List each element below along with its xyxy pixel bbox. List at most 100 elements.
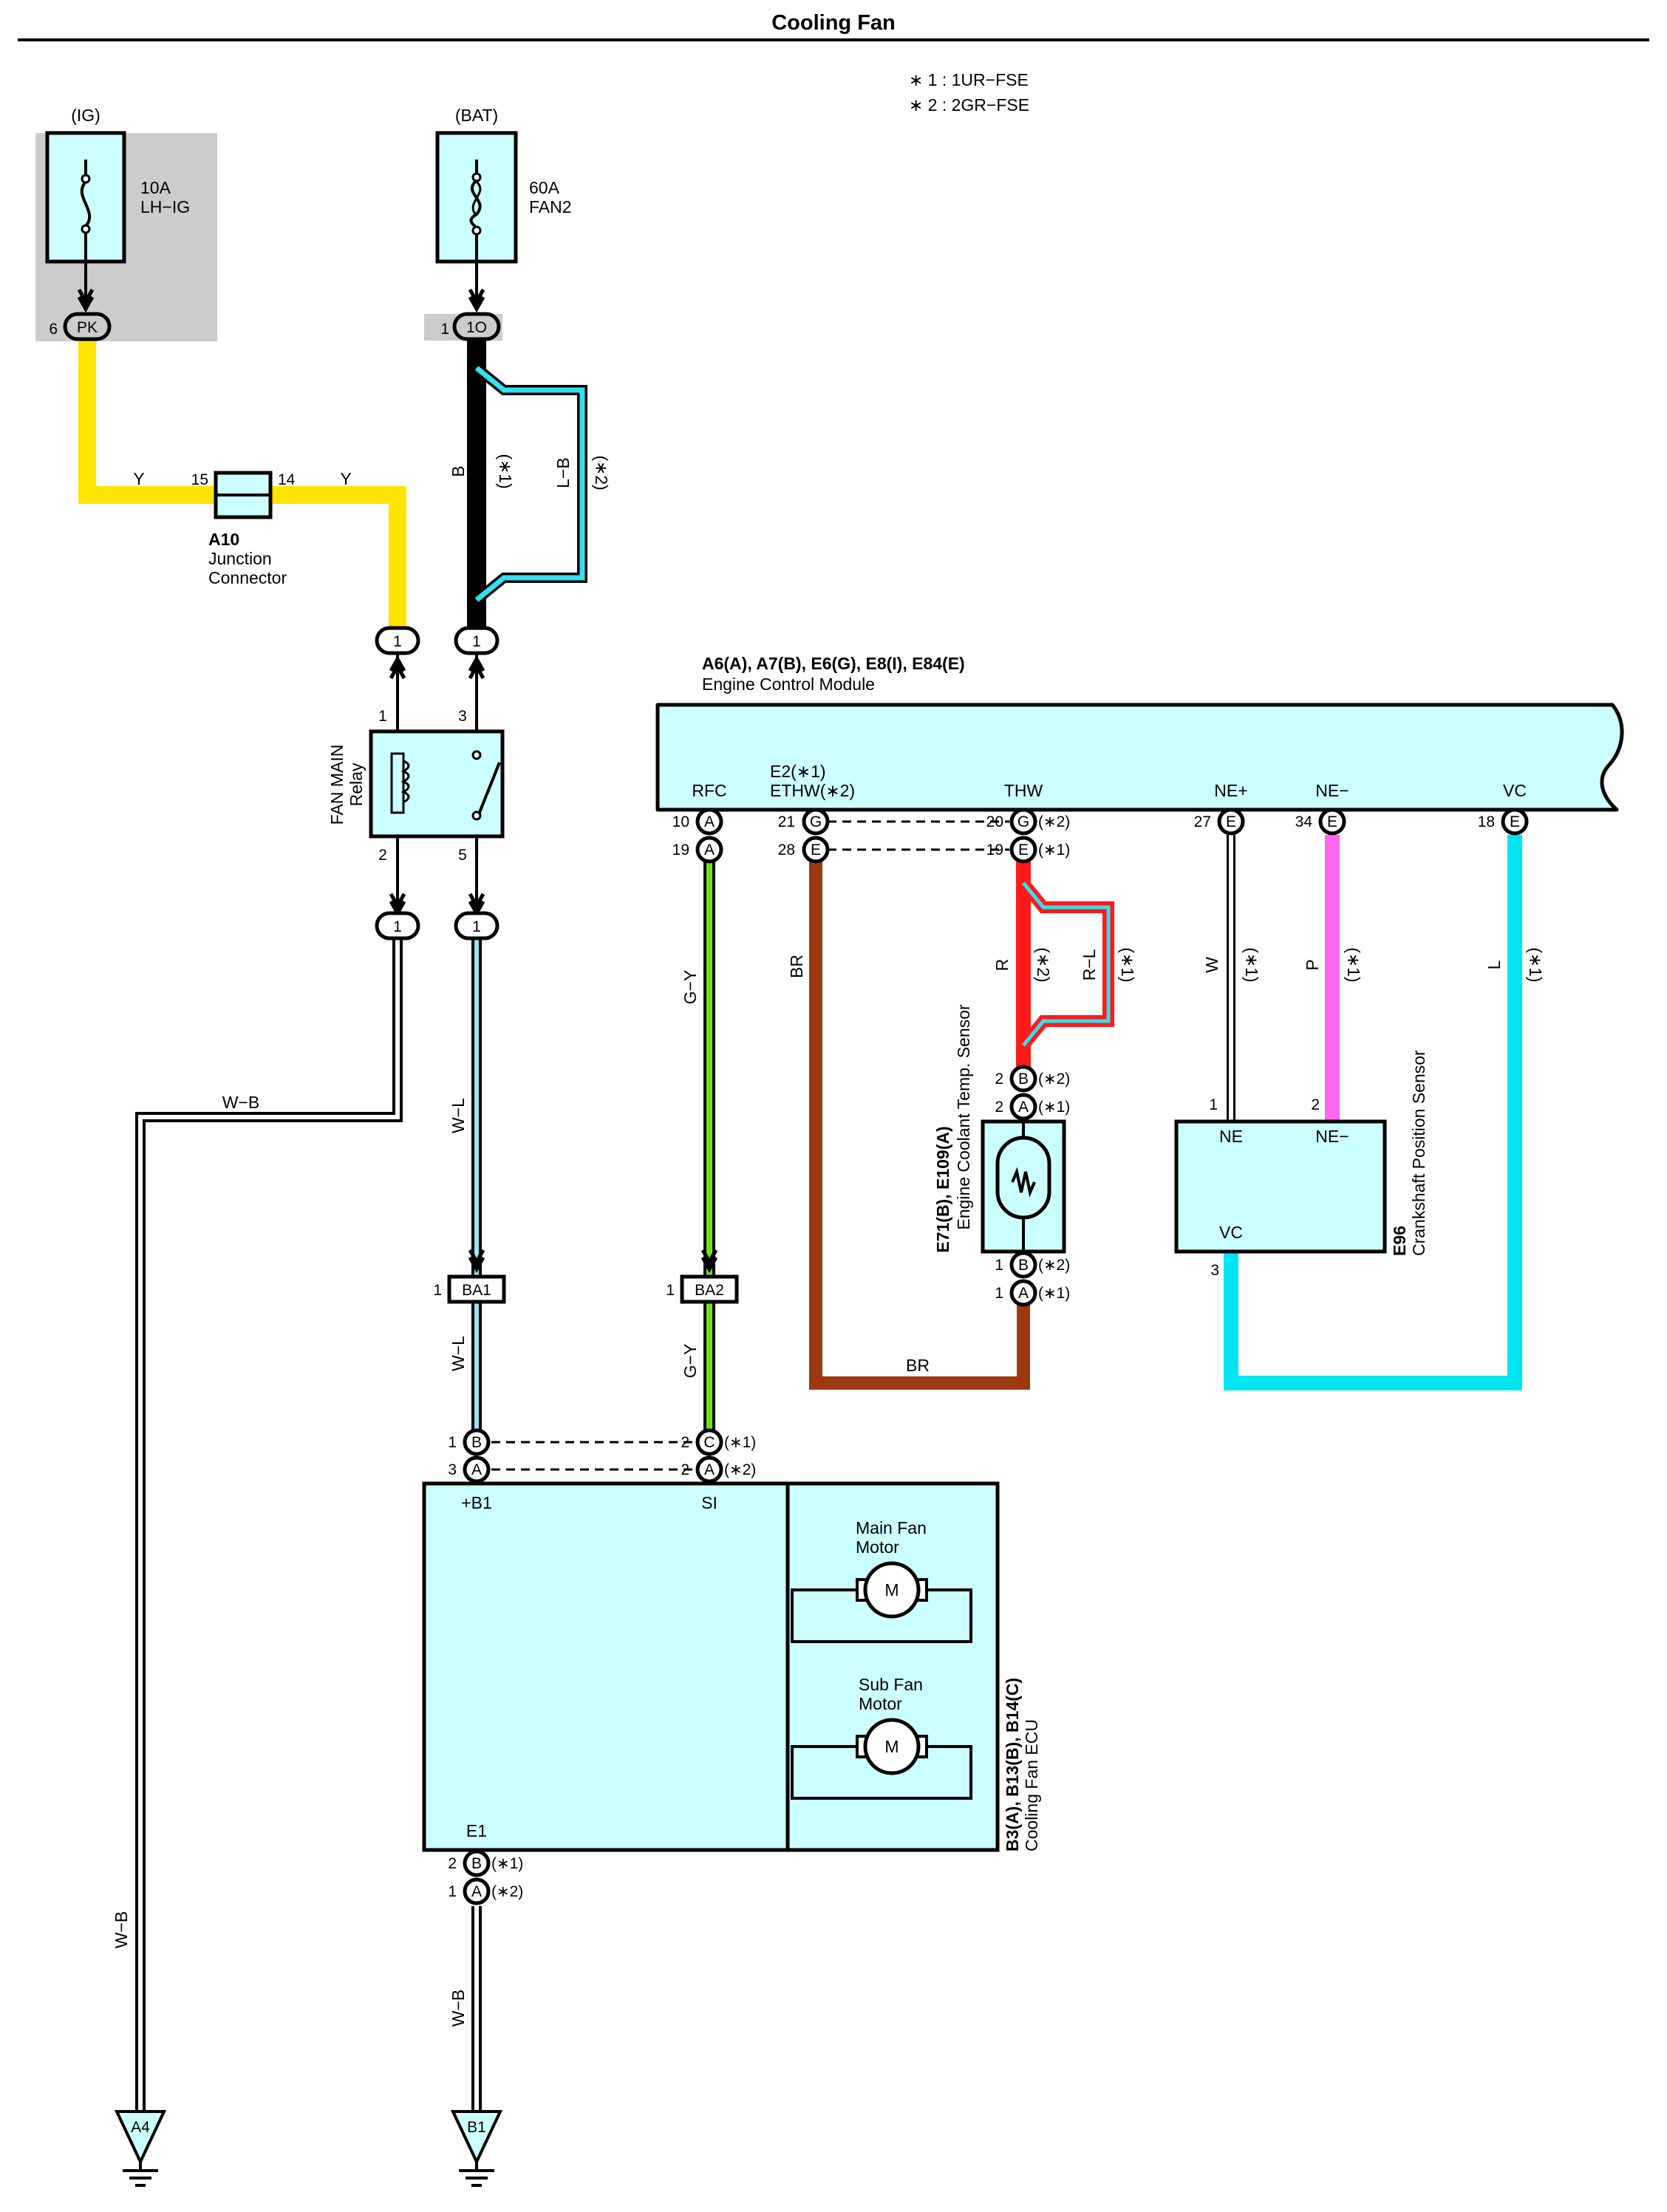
svg-text:1: 1 <box>448 1883 457 1900</box>
junction-pin-right: 14 <box>278 471 296 488</box>
svg-text:A: A <box>471 1461 482 1478</box>
svg-text:B: B <box>471 1855 482 1872</box>
wire-label-rl-note: (∗1) <box>1118 947 1137 982</box>
svg-text:19: 19 <box>986 842 1003 858</box>
ecm-pin-e2-b: E 28 <box>778 836 830 864</box>
crank-pin-2: 2 <box>1311 1096 1320 1113</box>
bat-fuse-term-bottom <box>471 225 482 236</box>
ecm-codes: A6(A), A7(B), E6(G), E8(I), E84(E) <box>702 654 965 673</box>
svg-text:2: 2 <box>995 1099 1003 1116</box>
ecu-pin-e1-a: A1(∗2) <box>448 1877 523 1905</box>
svg-text:A: A <box>704 842 715 858</box>
relay-plug-1-num: 1 <box>393 633 402 650</box>
wire-label-p: P <box>1303 959 1322 970</box>
wire-label-r-note: (∗2) <box>1034 947 1053 982</box>
ecm-term-ethw: ETHW(∗2) <box>770 781 855 800</box>
ig-source-label: (IG) <box>71 106 100 125</box>
ecu-pin-in-a: A3 <box>448 1455 491 1484</box>
ecm-term-ne-minus: NE− <box>1315 781 1349 800</box>
svg-text:(∗2): (∗2) <box>724 1461 756 1478</box>
ecm-term-ne-plus: NE+ <box>1214 781 1247 800</box>
sub-fan-motor <box>863 1718 921 1775</box>
ig-pin-number: 6 <box>49 321 58 338</box>
engine-control-module <box>655 703 1624 812</box>
relay-plug-2 <box>375 911 420 941</box>
coolant-sensor-name: Engine Coolant Temp. Sensor <box>954 1004 973 1229</box>
svg-text:E: E <box>811 842 821 858</box>
svg-text:(∗2): (∗2) <box>1038 1071 1070 1088</box>
wire-label-w: W <box>1202 957 1221 973</box>
ecm-pin-thw-b: E19(∗1) <box>986 836 1070 864</box>
wire-br <box>809 861 1030 1390</box>
svg-text:28: 28 <box>778 842 795 858</box>
ig-fuse-term-bottom <box>81 224 91 234</box>
svg-text:A: A <box>704 1461 715 1478</box>
ecu-pin-si-a: A2(∗2) <box>681 1455 756 1484</box>
wire-label-p-note: (∗1) <box>1344 947 1363 982</box>
relay-contact-top <box>471 750 482 760</box>
ecu-term-e1: E1 <box>466 1821 487 1840</box>
svg-text:19: 19 <box>672 842 689 858</box>
svg-text:B: B <box>1018 1257 1029 1274</box>
crank-sensor-code: E96 <box>1390 1226 1409 1256</box>
svg-text:E: E <box>1018 842 1029 858</box>
wire-l <box>1224 835 1522 1390</box>
bat-source-label: (BAT) <box>455 106 498 125</box>
svg-text:(∗1): (∗1) <box>491 1855 523 1872</box>
svg-text:34: 34 <box>1295 813 1313 830</box>
ecm-pin-e2-a: G21 <box>778 808 830 836</box>
ecm-pin-ne-minus: E34 <box>1295 808 1346 836</box>
svg-text:B: B <box>471 1434 482 1451</box>
crank-term-ne-minus: NE− <box>1315 1127 1349 1146</box>
svg-text:1: 1 <box>995 1285 1003 1302</box>
svg-text:A: A <box>1018 1099 1029 1116</box>
coolant-pin-bot-b: B1(∗2) <box>995 1251 1070 1279</box>
crank-term-ne: NE <box>1219 1127 1243 1146</box>
crank-sensor-name: Crankshaft Position Sensor <box>1409 1050 1428 1256</box>
ig-fuse-name: LH−IG <box>140 197 190 216</box>
ecm-pin-vc: E18 <box>1478 808 1529 836</box>
wire-label-wb-b1: W−B <box>449 1990 468 2027</box>
wire-label-gy-lower: G−Y <box>681 1344 700 1379</box>
svg-text:27: 27 <box>1194 813 1211 830</box>
svg-text:2: 2 <box>448 1855 457 1872</box>
wire-wb-a4-color <box>138 940 400 2112</box>
svg-text:(∗2): (∗2) <box>1038 813 1070 830</box>
wire-label-wb-top: W−B <box>222 1093 259 1112</box>
wire-label-b-note: (∗1) <box>496 454 515 488</box>
svg-text:G: G <box>810 813 822 830</box>
fan-ecu-codes: B3(A), B13(B), B14(C) <box>1003 1678 1022 1851</box>
ecm-pin-rfc-b: A 19 <box>672 836 723 864</box>
svg-text:1: 1 <box>995 1257 1003 1274</box>
ecm-pin-ne-plus: E27 <box>1194 808 1245 836</box>
svg-text:A: A <box>471 1883 482 1900</box>
crankshaft-position-sensor <box>1174 1119 1387 1254</box>
wire-label-gy-upper: G−Y <box>681 970 700 1005</box>
crank-pin-1: 1 <box>1209 1096 1218 1113</box>
main-fan-motor-symbol: M <box>884 1580 899 1600</box>
svg-text:C: C <box>703 1434 715 1451</box>
crank-term-vc: VC <box>1219 1223 1243 1242</box>
sub-fan-label-2: Motor <box>859 1694 902 1713</box>
svg-text:(∗1): (∗1) <box>1038 1099 1070 1116</box>
coolant-resistor <box>1011 1167 1036 1198</box>
relay-pin-3: 3 <box>458 708 467 725</box>
ecu-term-si: SI <box>701 1493 717 1512</box>
bat-connector-code: 1O <box>466 319 487 336</box>
ecu-term-b1: +B1 <box>461 1493 492 1512</box>
svg-text:(∗1): (∗1) <box>1038 1285 1070 1302</box>
main-fan-motor <box>863 1561 921 1619</box>
junction-name-1: Junction <box>208 549 272 568</box>
relay-switch-arm <box>477 762 501 815</box>
ecm-term-e2: E2(∗1) <box>770 762 826 781</box>
ba2-connector <box>680 1274 739 1304</box>
ba2-pin: 1 <box>666 1282 675 1299</box>
ecm-term-thw: THW <box>1004 781 1043 800</box>
relay-coil <box>390 752 405 814</box>
svg-text:10: 10 <box>672 813 689 830</box>
wire-label-br-bottom: BR <box>906 1356 930 1375</box>
junction-pin-left: 15 <box>191 471 208 488</box>
svg-text:3: 3 <box>448 1461 457 1478</box>
fan-ecu-name: Cooling Fan ECU <box>1022 1719 1041 1851</box>
relay-name-2: Relay <box>347 762 366 806</box>
